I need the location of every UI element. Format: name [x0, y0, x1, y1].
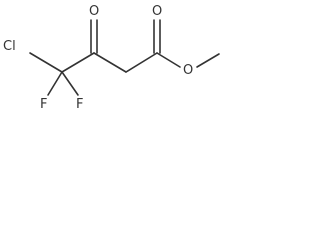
- bonds: [29, 19, 220, 96]
- atom-label-o-ester-carbonyl: O: [152, 4, 162, 19]
- bond-o-ch3: [196, 53, 220, 68]
- skeletal-structure: Cl F F O O O: [3, 4, 220, 112]
- bond-ch2-ester: [125, 52, 158, 73]
- molecule-canvas: Cl F F O O O: [0, 0, 226, 112]
- atom-label-cl: Cl: [3, 39, 16, 54]
- atom-label-o-ester: O: [183, 63, 193, 78]
- bond-ketone-ch2: [93, 52, 127, 73]
- bond-c-f1: [47, 71, 63, 96]
- atom-label-o-ketone: O: [89, 4, 99, 19]
- atom-label-f1: F: [40, 97, 47, 112]
- bond-ester-o-single: [156, 52, 181, 68]
- bond-c-cl: [29, 52, 63, 73]
- bond-c-f2: [61, 71, 79, 96]
- atom-labels: Cl F F O O O: [3, 4, 193, 112]
- atom-label-f2: F: [76, 97, 83, 112]
- bond-cf2-ketone: [61, 52, 95, 73]
